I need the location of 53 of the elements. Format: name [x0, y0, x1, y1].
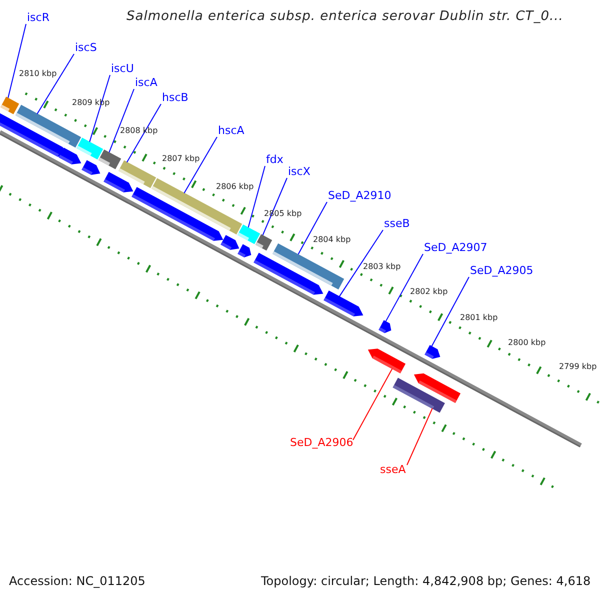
gene-label: SeD_A2910 — [328, 189, 392, 203]
leader-line — [108, 88, 134, 153]
gene-feature — [76, 138, 104, 160]
gene-feature — [98, 150, 122, 170]
leader-line — [431, 276, 470, 347]
gene-label: iscU — [111, 62, 134, 76]
gene-label: sseB — [384, 217, 410, 231]
leader-line — [338, 230, 384, 298]
gene-label: iscX — [288, 165, 310, 179]
leader-line — [262, 178, 288, 236]
leader-line — [8, 24, 26, 98]
leader-line — [385, 254, 424, 322]
scale-label: 2810 kbp — [19, 69, 57, 79]
gene-feature — [378, 320, 392, 334]
footer-text: Topology: circular; Length: 4,842,908 bp; Genes: 4,618 — [261, 574, 591, 588]
gene-feature — [58, 148, 82, 164]
gene-feature — [82, 160, 100, 175]
leader-line — [184, 136, 218, 194]
gene-feature — [254, 252, 324, 295]
scale-label: 2799 kbp — [559, 362, 597, 372]
gene-feature — [368, 348, 406, 374]
leader-line — [406, 408, 433, 466]
leader-line — [352, 368, 393, 440]
scale-label: 2806 kbp — [216, 182, 254, 192]
scale-label: 2807 kbp — [162, 154, 200, 164]
gene-feature — [237, 224, 260, 244]
gene-feature — [238, 244, 252, 258]
gene-feature — [220, 235, 240, 250]
gene-feature — [424, 344, 440, 359]
gene-label: fdx — [266, 153, 284, 167]
scale-label: 2800 kbp — [508, 338, 546, 348]
gene-label: SeD_A2905 — [470, 264, 534, 278]
gene-label: sseA — [380, 463, 406, 477]
gene-label: iscS — [75, 41, 97, 55]
gene-feature — [0, 96, 20, 114]
leader-line — [126, 104, 162, 163]
gene-feature — [324, 290, 364, 316]
scale-label: 2801 kbp — [460, 313, 498, 323]
leader-line — [248, 166, 266, 228]
gene-feature — [104, 172, 134, 192]
title: Salmonella enterica subsp. enterica serovar Dublin str. CT_0... — [126, 10, 564, 24]
gene-label: SeD_A2906 — [290, 436, 354, 450]
footer-text: Accession: NC_011205 — [9, 574, 146, 588]
gene-label: iscR — [27, 11, 50, 25]
gene-label: iscA — [135, 76, 158, 90]
gene-label: hscB — [162, 91, 188, 105]
scale-label: 2804 kbp — [313, 235, 351, 245]
scale-label: 2803 kbp — [363, 262, 401, 272]
scale-label: 2802 kbp — [410, 287, 448, 297]
gene-feature — [392, 378, 445, 413]
gene-feature — [255, 234, 272, 251]
gene-label: SeD_A2907 — [424, 241, 488, 255]
gene-label: hscA — [218, 124, 244, 138]
